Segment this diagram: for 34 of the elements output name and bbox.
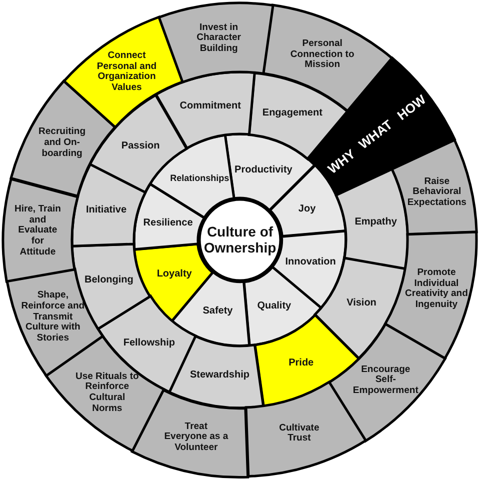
segment-label: Resilience xyxy=(142,217,194,228)
segment-label: Recruiting and On-boarding xyxy=(38,127,86,160)
segment-label: Innovation xyxy=(284,256,337,268)
segment-label: Passion xyxy=(120,140,161,152)
segment-label: Encourage Self-Empowerment xyxy=(352,364,420,397)
segment-label: Personal Connection to Mission xyxy=(289,39,356,71)
segment-label: Belonging xyxy=(84,274,134,286)
segment-label: Raise Behavioral Expectations xyxy=(406,176,468,209)
segment-label: Vision xyxy=(346,298,378,309)
segment-label: Treat Everyone as a Volunteer xyxy=(163,422,230,454)
segment-label: Joy xyxy=(297,203,317,214)
segment-label: Shape, Reinforce and Transmit Culture with Stories xyxy=(20,290,85,344)
segment-label: Stewardship xyxy=(189,370,250,382)
segment-label: Connect Personal and Organization Values xyxy=(96,50,158,94)
segment-label: Initiative xyxy=(84,204,128,216)
segment-label: Empathy xyxy=(354,216,398,228)
segment-label: Hire, Train and Evaluate for Attitude xyxy=(13,204,62,258)
wheel-segment xyxy=(329,324,446,441)
segment-label: Use Rituals to Reinforce Cultural Norms xyxy=(74,372,140,414)
segment-label: Loyalty xyxy=(156,268,193,280)
segment-label: Invest in Character Building xyxy=(196,22,242,55)
segment-label: Relationships xyxy=(169,172,230,183)
segment-label: Cultivate Trust xyxy=(278,423,320,444)
segment-label: Promote Individual Creativity and Ingenuity xyxy=(404,268,469,310)
segment-label: Productivity xyxy=(234,164,294,176)
segment-label: Safety xyxy=(202,304,234,316)
segment-label: Quality xyxy=(256,300,292,312)
segment-label: Pride xyxy=(288,357,315,368)
wheel-segment xyxy=(158,3,273,82)
wheel-segment xyxy=(132,390,248,477)
segment-label: Fellowship xyxy=(122,336,176,348)
center-title: Culture of Ownership xyxy=(202,224,278,256)
segment-label: Commitment xyxy=(178,100,242,112)
segment-label: Engagement xyxy=(261,108,324,119)
